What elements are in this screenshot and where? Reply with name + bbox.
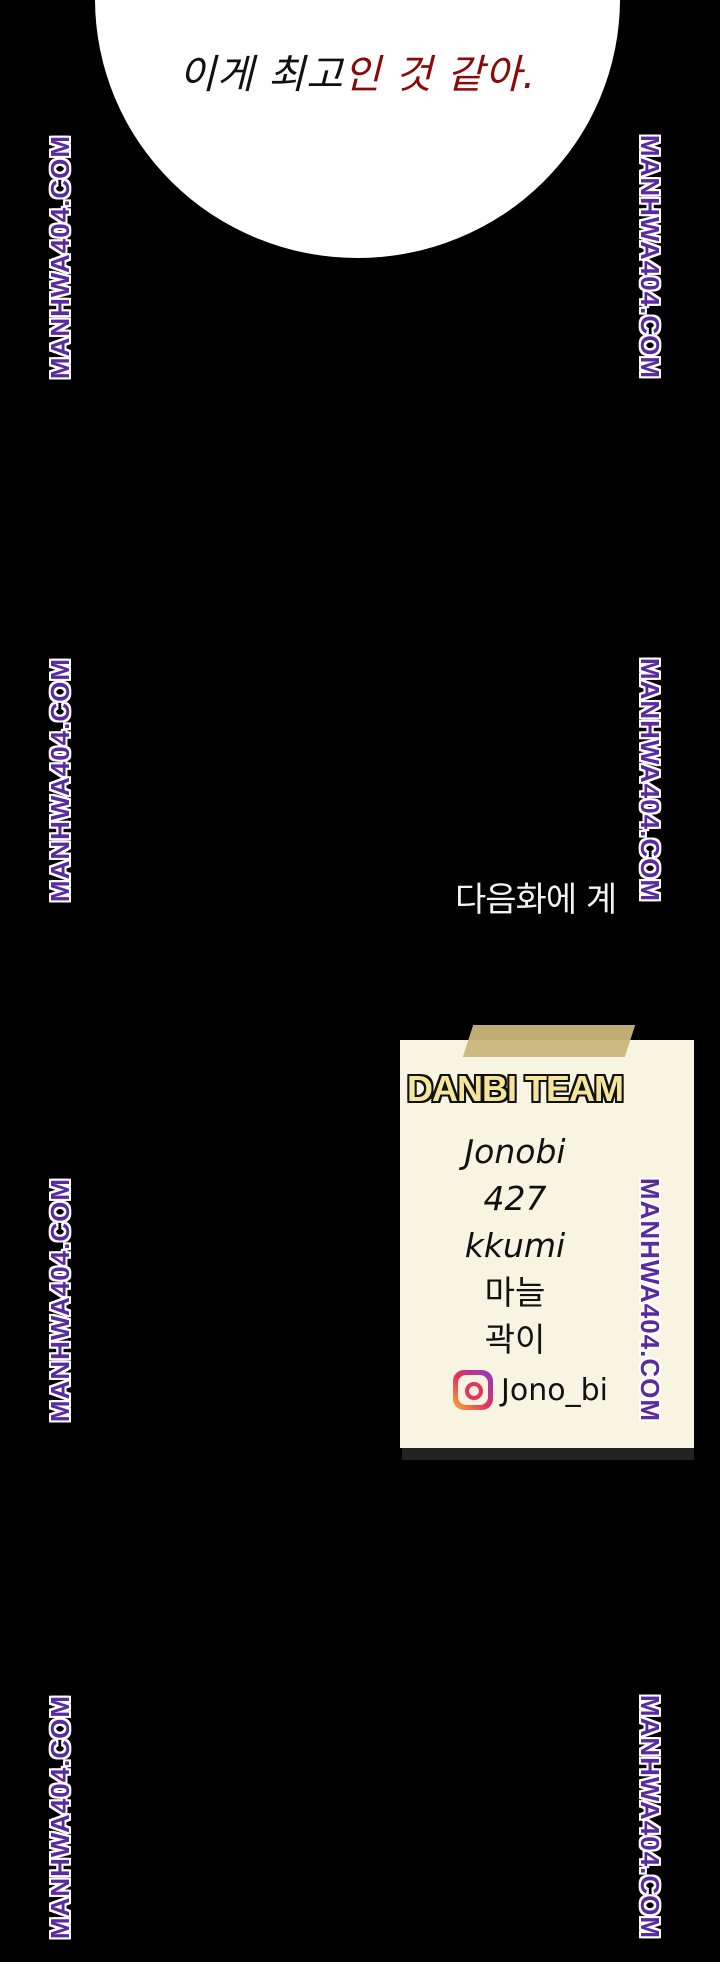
speech-text-black: 이게 최고 bbox=[178, 52, 344, 98]
watermark: MANHWA404.COM bbox=[635, 657, 665, 903]
watermark: MANHWA404.COM bbox=[635, 1694, 665, 1940]
watermark: MANHWA404.COM bbox=[45, 1177, 75, 1423]
credit-member: Jonobi bbox=[464, 1132, 566, 1171]
note-shadow bbox=[402, 1446, 694, 1460]
instagram-handle: Jono_bi bbox=[501, 1372, 608, 1408]
speech-text: 이게 최고인 것 같아. bbox=[95, 42, 620, 100]
watermark: MANHWA404.COM bbox=[45, 1694, 75, 1940]
instagram-icon bbox=[453, 1370, 493, 1410]
credits-list: Jonobi 427 kkumi 마늘 곽이 bbox=[400, 1128, 630, 1363]
instagram-link: Jono_bi bbox=[453, 1370, 608, 1410]
credit-member: 곽이 bbox=[484, 1320, 546, 1359]
speech-text-red: 인 것 같아. bbox=[343, 52, 537, 98]
watermark: MANHWA404.COM bbox=[635, 134, 665, 380]
team-title: DANBI TEAM bbox=[407, 1068, 624, 1109]
speech-bubble: 이게 최고인 것 같아. bbox=[95, 0, 620, 258]
credits-note: DANBI TEAM Jonobi 427 kkumi 마늘 곽이 Jono_b… bbox=[400, 1040, 694, 1448]
watermark: MANHWA404.COM bbox=[635, 1177, 665, 1423]
watermark: MANHWA404.COM bbox=[45, 134, 75, 380]
credit-member: 427 bbox=[483, 1179, 547, 1218]
credit-member: kkumi bbox=[464, 1226, 566, 1265]
watermark: MANHWA404.COM bbox=[45, 657, 75, 903]
tape bbox=[462, 1025, 636, 1057]
credit-member: 마늘 bbox=[484, 1273, 546, 1312]
next-episode-text: 다음화에 계 bbox=[455, 880, 617, 920]
